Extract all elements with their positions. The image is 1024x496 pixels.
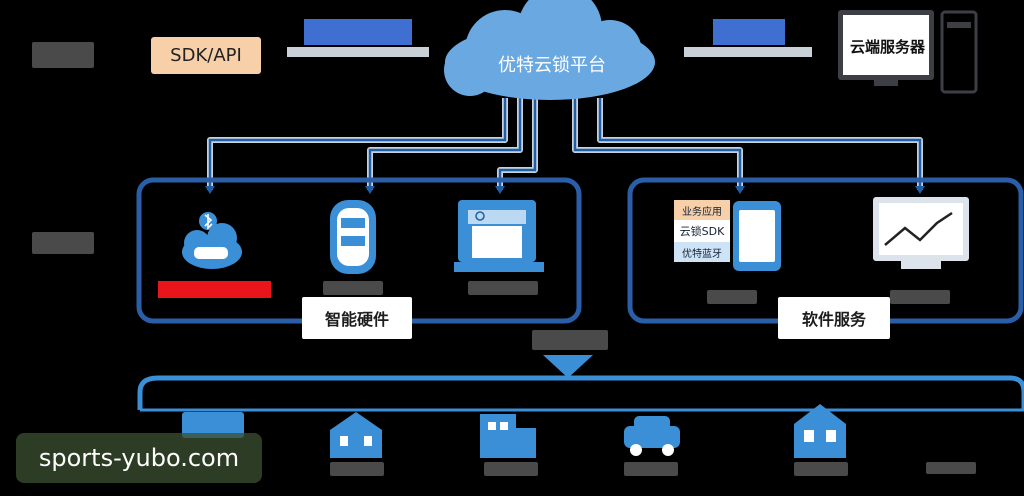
- hardware-label: 智能硬件: [302, 297, 412, 339]
- arrow-head: [205, 186, 215, 194]
- blurred-label-right: [713, 19, 785, 45]
- monitor-chart-icon: [873, 197, 969, 269]
- watermark: sports-yubo.com: [16, 433, 262, 483]
- building-icon-2: [480, 414, 536, 458]
- arrow-head: [735, 186, 745, 194]
- connector-line: [597, 98, 923, 190]
- app-tag-bluetooth: 优特蓝牙: [674, 242, 730, 262]
- bluetooth-cloud-icon: [182, 212, 242, 269]
- scene-icons: [182, 404, 846, 458]
- lock-caption: [323, 281, 383, 295]
- connector-inner: [208, 98, 507, 190]
- scene-caption-5: [926, 462, 976, 474]
- building-icon-1: [330, 412, 382, 458]
- row-label-middle: [32, 232, 94, 254]
- blurred-label-left: [304, 19, 412, 45]
- app-tag-stack: 业务应用 云锁SDK 优特蓝牙: [674, 200, 730, 262]
- server-label: 云端服务器: [850, 38, 926, 56]
- phone-caption: [707, 290, 757, 304]
- arrow-head: [915, 186, 925, 194]
- red-highlight-bar: [158, 281, 271, 298]
- app-tag-sdk: 云锁SDK: [674, 220, 730, 242]
- middle-caption: [532, 330, 608, 350]
- scene-caption-4: [794, 462, 848, 476]
- app-tag-business: 业务应用: [674, 200, 730, 220]
- cloud-platform-label: 优特云锁平台: [498, 55, 606, 76]
- scene-caption-2: [484, 462, 538, 476]
- cloud-shape: [444, 0, 655, 100]
- sdk-api-tag: SDK/API: [151, 37, 261, 74]
- smart-lock-icon: [330, 200, 376, 274]
- blurred-line-left: [287, 47, 429, 57]
- scene-device-icon: [182, 412, 244, 438]
- scene-frame: [137, 375, 1024, 410]
- terminal-icon: [454, 200, 544, 272]
- connector-inner: [598, 98, 922, 190]
- server-icon: [838, 10, 978, 94]
- row-label-top: [32, 42, 94, 68]
- arrow-head: [365, 186, 375, 194]
- monitor-caption: [890, 290, 950, 304]
- scene-caption-3: [624, 462, 678, 476]
- blurred-line-right: [684, 47, 812, 57]
- connector-inner: [368, 98, 522, 190]
- car-icon: [624, 416, 680, 456]
- terminal-caption: [468, 281, 538, 295]
- down-arrow: [543, 355, 593, 378]
- building-icon-3: [794, 404, 846, 458]
- connector-line: [207, 98, 508, 190]
- software-label: 软件服务: [778, 297, 890, 339]
- phone-icon: [733, 201, 781, 271]
- connector-inner: [573, 98, 742, 190]
- scene-caption-1: [330, 462, 384, 476]
- arrow-head: [495, 186, 505, 194]
